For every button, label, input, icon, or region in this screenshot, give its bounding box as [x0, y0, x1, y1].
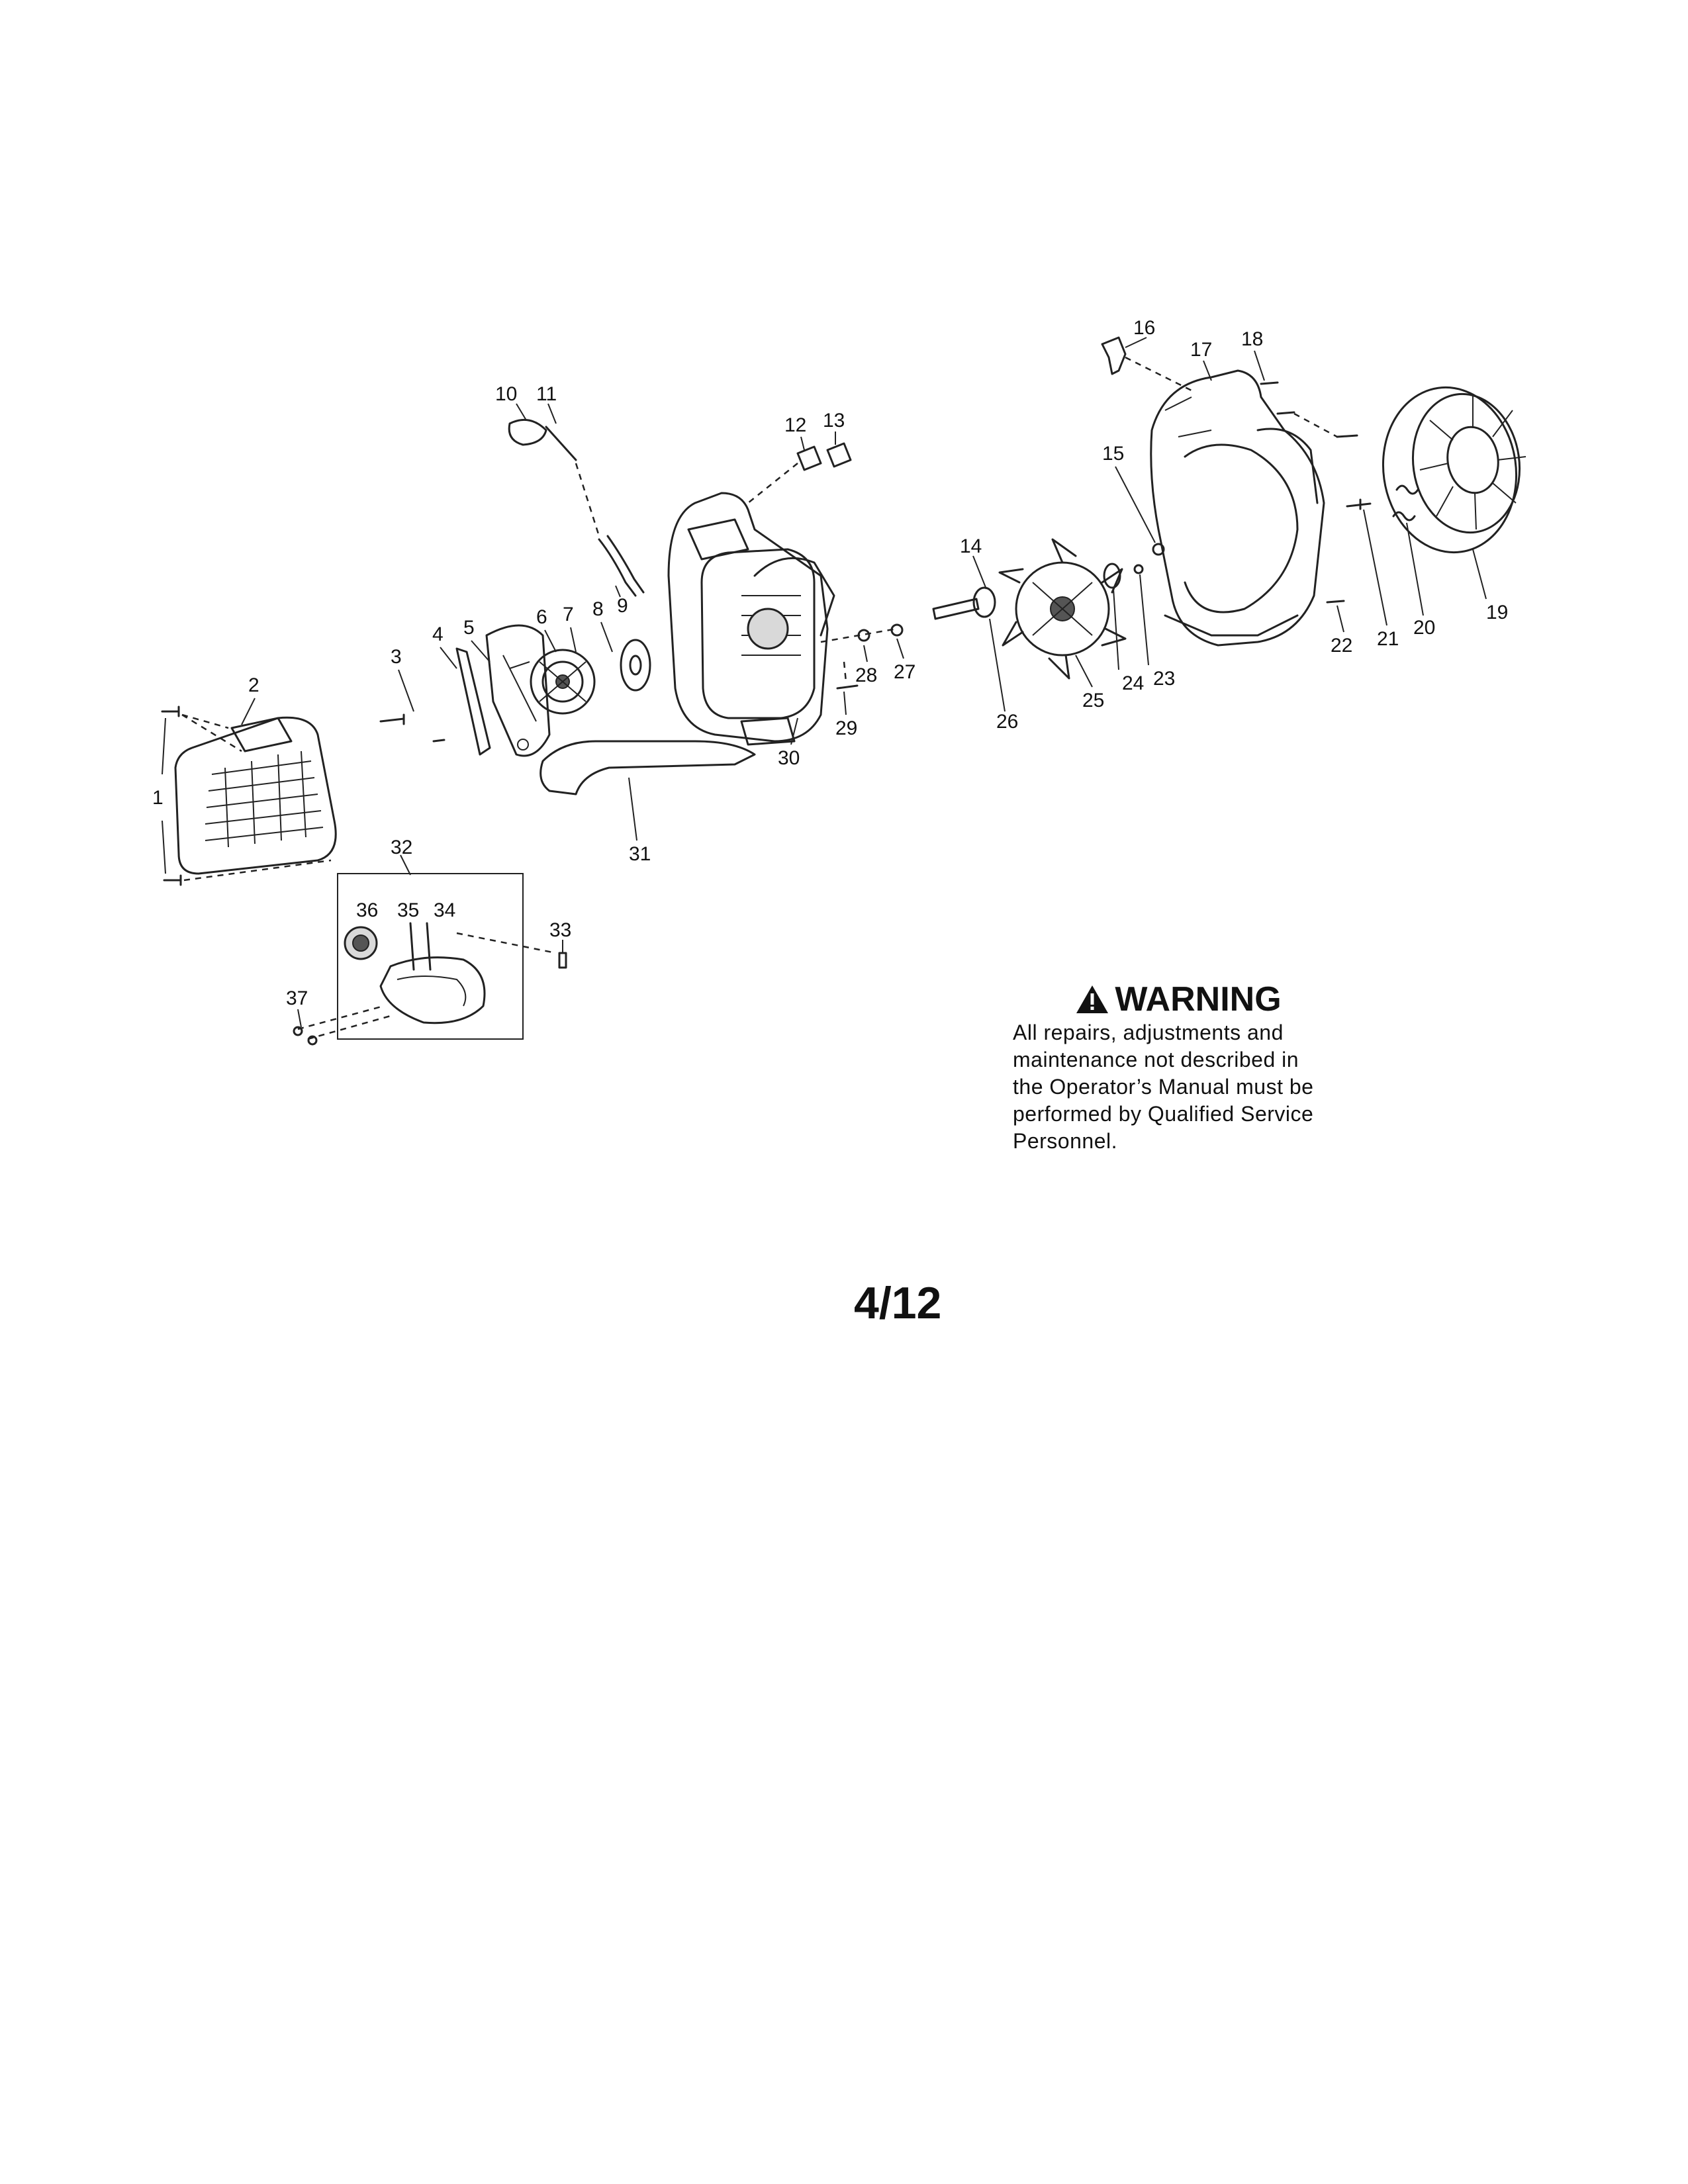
part-2-front-cover [174, 716, 337, 875]
callout-26: 26 [996, 711, 1018, 733]
callout-27: 27 [894, 661, 915, 683]
callout-15: 15 [1102, 443, 1124, 465]
part-19-intake-grille [1382, 386, 1526, 554]
part-30-engine-housing [667, 492, 835, 746]
callout-9: 9 [617, 595, 628, 617]
callout-18: 18 [1241, 328, 1263, 350]
part-27-28-29-fasteners [820, 623, 904, 690]
callout-25: 25 [1082, 690, 1104, 711]
callout-13: 13 [823, 410, 845, 432]
callout-31: 31 [629, 843, 651, 865]
part-18-screws [1260, 381, 1358, 438]
callout-22: 22 [1331, 635, 1352, 657]
callout-labels: 1 2 3 4 5 6 7 8 9 10 11 12 13 14 15 16 1… [152, 317, 1508, 1009]
part-8-washer [620, 639, 651, 692]
part-4-gasket [455, 647, 491, 756]
callout-5: 5 [463, 617, 475, 639]
page-number: 4/12 [854, 1278, 942, 1328]
callout-19: 19 [1486, 602, 1508, 623]
part-3-screw [379, 713, 445, 743]
part-9-fuel-line [598, 535, 645, 597]
part-6-7-pulley [530, 649, 596, 715]
callout-37: 37 [286, 987, 308, 1009]
callout-leaders [241, 337, 1487, 1028]
warning-body-text: All repairs, adjustments and maintenance… [1013, 1021, 1314, 1153]
part-32-fuel-tank-box [293, 873, 567, 1046]
callout-4: 4 [432, 623, 444, 645]
callout-14: 14 [960, 535, 982, 557]
callout-16: 16 [1133, 317, 1155, 339]
part-16-throttle [1101, 336, 1192, 392]
callout-33: 33 [549, 919, 571, 941]
warning-notice: WARNING All repairs, adjustments and mai… [1013, 979, 1423, 1155]
callout-17: 17 [1190, 339, 1212, 361]
callout-3: 3 [391, 646, 402, 668]
callout-12: 12 [784, 414, 806, 436]
callout-8: 8 [592, 598, 604, 620]
part-31-handle [539, 740, 756, 796]
part-10-11-fuel-cap-tether [508, 418, 600, 537]
callout-2: 2 [248, 674, 259, 696]
callout-29: 29 [835, 717, 857, 739]
callout-10: 10 [495, 383, 517, 405]
callout-35: 35 [397, 899, 419, 921]
callout-30: 30 [778, 747, 800, 769]
part-26-shaft [932, 586, 996, 620]
part-23-24-washers [1103, 563, 1144, 589]
part-22-screw [1326, 600, 1345, 604]
callout-21: 21 [1377, 628, 1399, 650]
part-20-spring [1392, 484, 1419, 522]
warning-triangle-icon [1076, 985, 1109, 1013]
callout-36: 36 [356, 899, 378, 921]
callout-20: 20 [1413, 617, 1435, 639]
part-21-screw [1346, 498, 1372, 510]
part-25-impeller [998, 538, 1127, 680]
callout-28: 28 [855, 664, 877, 686]
part-15-nut [1152, 543, 1165, 556]
part-5-starter-housing [485, 624, 551, 757]
callout-1: 1 [152, 787, 164, 809]
warning-title-text: WARNING [1115, 980, 1282, 1019]
part-17-blower-housing [1150, 369, 1325, 647]
callout-6: 6 [536, 606, 547, 628]
part-12-13-grommets [747, 442, 852, 504]
callout-7: 7 [563, 604, 574, 625]
callout-24: 24 [1122, 672, 1144, 694]
callout-34: 34 [434, 899, 455, 921]
callout-23: 23 [1153, 668, 1175, 690]
warning-heading: WARNING [1053, 979, 1304, 1019]
part-1-screws [161, 705, 332, 886]
callout-11: 11 [536, 383, 557, 405]
callout-32: 32 [391, 837, 412, 858]
